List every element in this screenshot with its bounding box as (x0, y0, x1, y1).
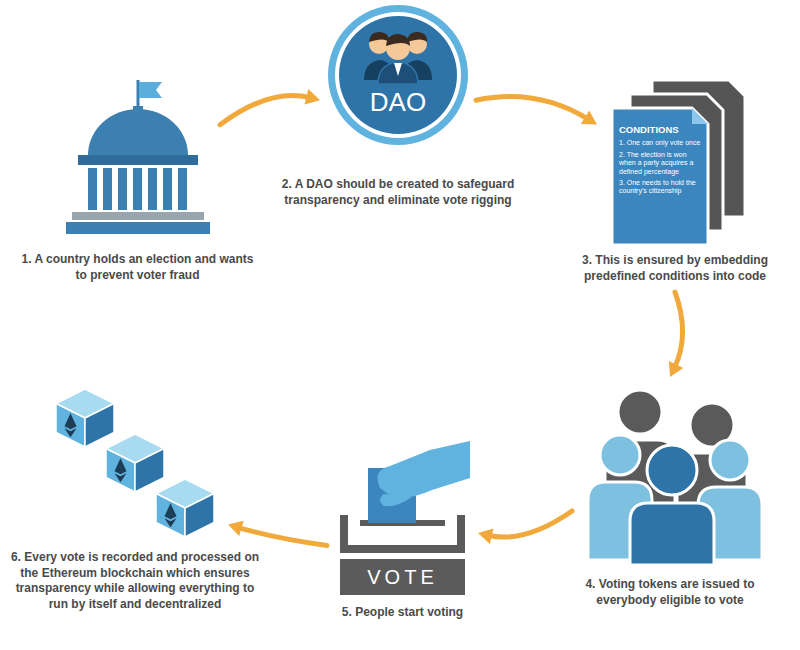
dao-circle (328, 5, 468, 145)
arrow-line (238, 527, 327, 545)
flow-arrow (669, 292, 683, 377)
block-cube (65, 413, 77, 429)
voters-group (630, 503, 714, 565)
voters-group (710, 440, 750, 480)
dao-circle (335, 12, 461, 138)
dao-circle (394, 63, 402, 76)
arrow-line (220, 96, 310, 125)
step-caption: 4. Voting tokens are issued to everybody… (570, 577, 770, 608)
block-cube (115, 458, 127, 474)
arrow-head (581, 110, 597, 124)
block-cube (56, 404, 85, 448)
block-cube (56, 389, 114, 447)
government-building (118, 168, 127, 210)
step-caption: 6. Every vote is recorded and processed … (10, 550, 260, 612)
ballot-box (340, 559, 465, 595)
step-node: 1. A country holds an election and wants… (60, 80, 215, 240)
block-cube (135, 449, 164, 493)
block-cube (115, 473, 127, 482)
block-cube (65, 428, 77, 437)
step-node: 6. Every vote is recorded and processed … (50, 385, 220, 540)
step-caption: 1. A country holds an election and wants… (18, 252, 258, 283)
government-building (88, 109, 188, 155)
arrow-head (478, 528, 493, 544)
block-cube (165, 518, 177, 527)
arrow-head (228, 521, 244, 536)
conditions-document (692, 108, 708, 124)
arrow-line (488, 511, 572, 537)
dao-circle (386, 34, 410, 46)
ballot-box (340, 441, 470, 595)
step-node: 4. Voting tokens are issued to everybody… (580, 385, 760, 565)
voters-group (618, 390, 662, 434)
condition-item: 2. The election is won when a party acqu… (619, 151, 703, 176)
flow-arrow (478, 511, 572, 544)
block-cube (156, 479, 214, 537)
inner-text-box: DAO (328, 87, 468, 117)
conditions-heading: CONDITIONS (619, 124, 703, 135)
government-building (133, 168, 142, 210)
voters-group (647, 445, 697, 495)
step-caption: 3. This is ensured by embedding predefin… (565, 253, 785, 284)
government-building (178, 168, 187, 210)
step-caption: 5. People start voting (303, 605, 503, 621)
step-node: CONDITIONS 1. One can only vote once 2. Th… (605, 80, 745, 245)
voters-group (588, 390, 762, 565)
step-caption: 2. A DAO should be created to safeguard … (273, 177, 523, 208)
dao-circle (328, 5, 468, 145)
dao-label: DAO (328, 87, 468, 117)
inner-text-box: CONDITIONS 1. One can only vote once 2. Th… (619, 124, 703, 196)
step-node: DAO2. A DAO should be created to safegua… (328, 5, 468, 145)
block-cube (165, 503, 177, 519)
government-building (72, 212, 204, 220)
ballot-box (380, 494, 412, 506)
arrow-head (669, 361, 683, 377)
block-cube (106, 434, 164, 492)
block-cube (106, 449, 135, 493)
arrow-head (304, 89, 320, 105)
block-cube (85, 404, 114, 448)
ballot-box (378, 441, 470, 498)
block-cube (185, 494, 214, 538)
arrow-line (674, 292, 682, 368)
government-building (66, 222, 210, 234)
condition-item: 1. One can only vote once (619, 139, 703, 147)
dao-circle (369, 32, 389, 42)
government-building (88, 168, 97, 210)
inner-text-box: VOTE (340, 559, 465, 595)
flow-arrow (220, 89, 320, 125)
conditions-document (612, 108, 708, 245)
dao-circle (378, 62, 418, 84)
dao-circle (407, 32, 427, 42)
government-building (148, 168, 157, 210)
government-building (163, 168, 172, 210)
flow-arrow (228, 521, 327, 546)
arrow-line (476, 97, 588, 120)
ballot-label: VOTE (340, 559, 465, 595)
step-node: VOTE5. People start voting (335, 440, 470, 595)
block-cube (156, 494, 185, 538)
blockchain-cubes (56, 389, 214, 537)
voters-group (600, 435, 640, 475)
flow-arrow (476, 97, 597, 125)
government-building (139, 82, 162, 98)
conditions-document (612, 80, 745, 245)
government-building (103, 168, 112, 210)
government-building (66, 80, 210, 234)
condition-item: 3. One needs to hold the country's citiz… (619, 179, 703, 196)
government-building (78, 155, 198, 165)
